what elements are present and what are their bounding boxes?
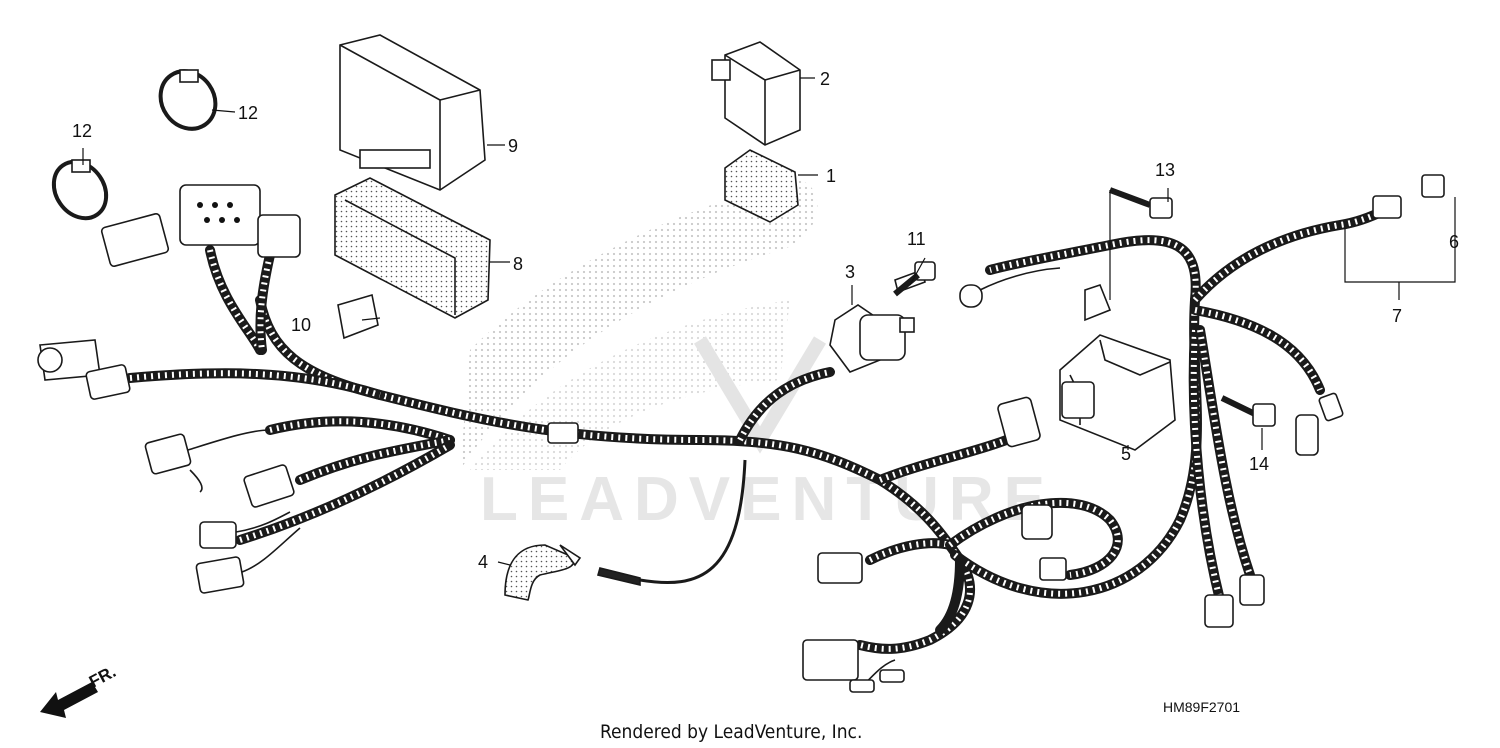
front-direction-arrow: FR. [40,662,119,718]
watermark-text: LEADVENTURE [480,465,1055,534]
callout-13: 13 [1155,160,1175,180]
harness-clip [547,422,579,444]
right-connectors [802,174,1445,693]
callout-4: 4 [478,552,488,572]
callout-10: 10 [291,315,311,335]
callout-8: 8 [513,254,523,274]
callout-3: 3 [845,262,855,282]
diagram-code: HM89F2701 [1163,699,1240,715]
control-unit-9 [339,34,486,191]
render-credit: Rendered by LeadVenture, Inc. [600,721,862,743]
leader-lines [82,77,1456,566]
relay-rubber-1 [724,149,799,223]
callout-5: 5 [1121,444,1131,464]
starter-relay-3 [829,268,926,373]
spark-plug-cap-4 [504,459,747,601]
harness-band-12 [51,69,218,221]
callout-6: 6 [1449,232,1459,252]
relay-2 [711,41,801,146]
callout-2: 2 [820,69,830,89]
callout-11: 11 [907,229,926,249]
callout-9: 9 [508,136,518,156]
callout-1: 1 [826,166,836,186]
callout-7: 7 [1392,306,1402,326]
bolt-14 [1220,395,1276,427]
callout-12-lower: 12 [72,121,92,141]
bolt-13 [1108,187,1173,219]
clip-10 [337,293,379,340]
regulator-5 [1059,284,1176,451]
rubber-holder-8 [334,177,491,319]
callout-12-upper: 12 [238,103,258,123]
callout-14: 14 [1249,454,1269,474]
left-connectors [37,184,301,594]
watermark-wing-logo: LEADVENTURE [460,180,1055,534]
